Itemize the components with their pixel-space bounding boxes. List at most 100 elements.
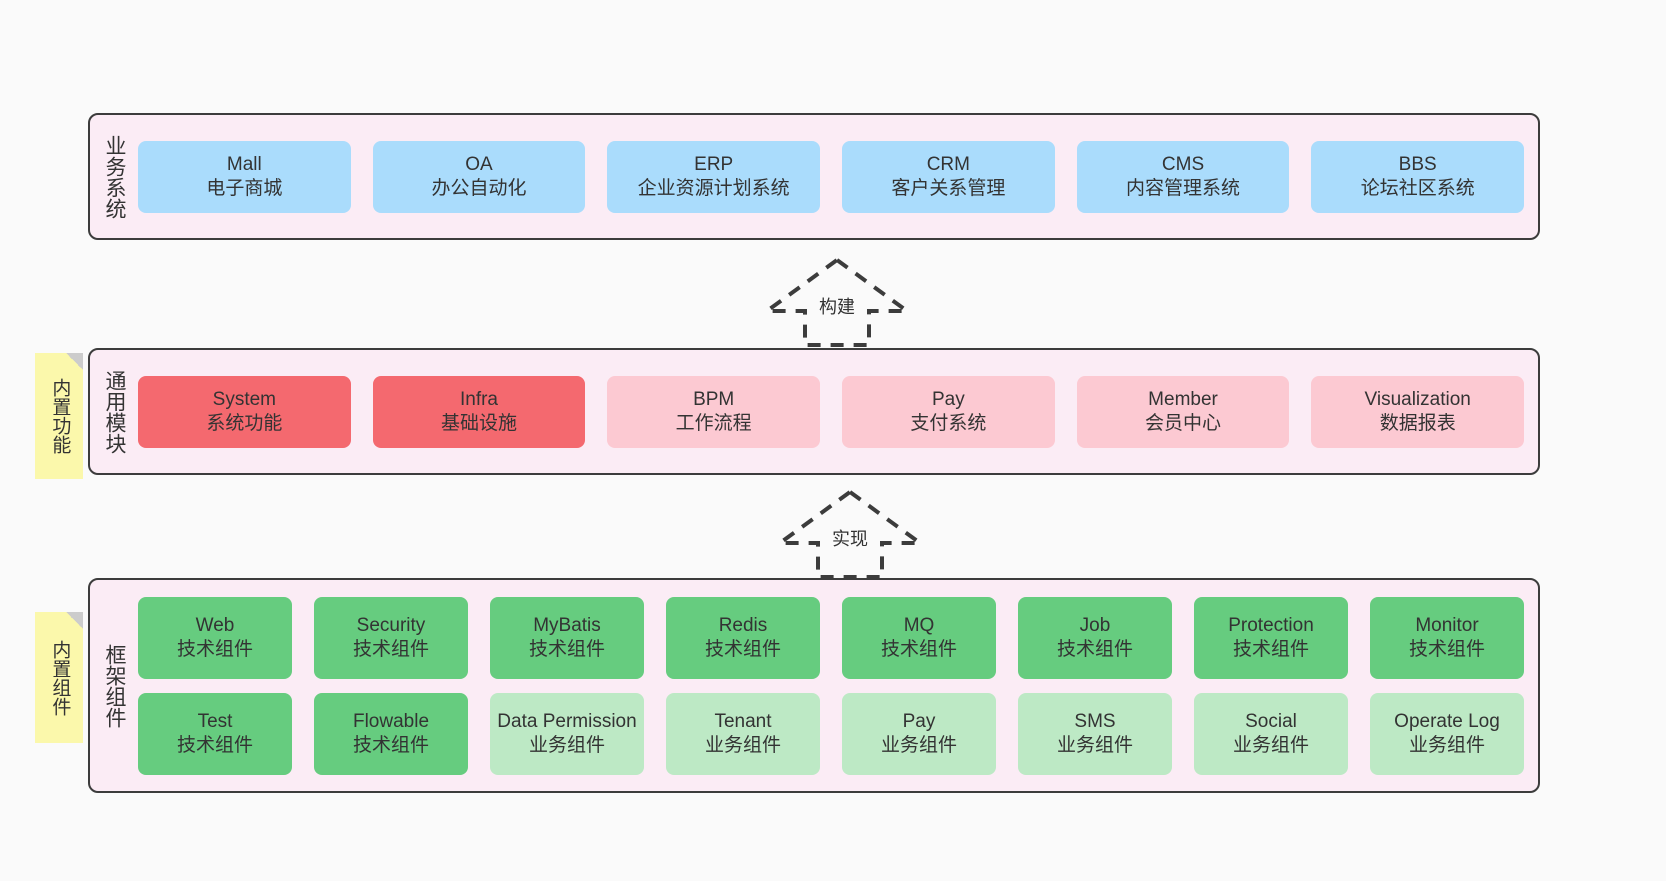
card-subtitle: 技术组件 xyxy=(1232,638,1309,660)
card-subtitle: 业务组件 xyxy=(880,734,957,756)
card-redis[interactable]: Redis 技术组件 xyxy=(666,596,820,679)
card-operate-log[interactable]: Operate Log 业务组件 xyxy=(1370,692,1524,775)
arrow-build: 构建 xyxy=(757,255,917,350)
card-title: Job xyxy=(1079,615,1111,637)
card-title: OA xyxy=(465,154,493,176)
sticky-note-label: 内置功能 xyxy=(49,378,71,454)
card-job[interactable]: Job 技术组件 xyxy=(1018,596,1172,679)
card-bbs[interactable]: BBS 论坛社区系统 xyxy=(1311,140,1525,213)
card-protection[interactable]: Protection 技术组件 xyxy=(1194,596,1348,679)
up-arrow-dashed-icon xyxy=(773,489,927,579)
card-bpm[interactable]: BPM 工作流程 xyxy=(607,375,821,448)
folded-corner-icon xyxy=(66,353,83,370)
card-title: Pay xyxy=(931,389,965,411)
card-subtitle: 工作流程 xyxy=(675,412,752,434)
card-erp[interactable]: ERP 企业资源计划系统 xyxy=(607,140,821,213)
layer-title-framework-components: 框架组件 xyxy=(102,643,126,728)
card-subtitle: 数据报表 xyxy=(1379,412,1456,434)
card-title: Mall xyxy=(226,154,262,176)
card-title: Tenant xyxy=(714,711,772,733)
sticky-note-builtin-components: 内置组件 xyxy=(35,612,83,743)
card-subtitle: 技术组件 xyxy=(1408,638,1485,660)
layer-framework-components: 框架组件 Web 技术组件 Security 技术组件 MyBatis 技术组件… xyxy=(88,578,1540,793)
up-arrow-dashed-icon xyxy=(760,257,914,347)
card-monitor[interactable]: Monitor 技术组件 xyxy=(1370,596,1524,679)
layer-business-systems: 业务系统 Mall 电子商城 OA 办公自动化 ERP 企业资源计划系统 CRM… xyxy=(88,113,1540,240)
card-web[interactable]: Web 技术组件 xyxy=(138,596,292,679)
card-subtitle: 论坛社区系统 xyxy=(1360,177,1475,199)
card-title: Web xyxy=(195,615,235,637)
card-data-permission[interactable]: Data Permission 业务组件 xyxy=(490,692,644,775)
card-subtitle: 业务组件 xyxy=(1408,734,1485,756)
card-mq[interactable]: MQ 技术组件 xyxy=(842,596,996,679)
layer-common-modules: 通用模块 System 系统功能 Infra 基础设施 BPM 工作流程 Pay… xyxy=(88,348,1540,475)
card-tenant[interactable]: Tenant 业务组件 xyxy=(666,692,820,775)
card-cms[interactable]: CMS 内容管理系统 xyxy=(1076,140,1290,213)
card-member[interactable]: Member 会员中心 xyxy=(1076,375,1290,448)
card-subtitle: 业务组件 xyxy=(704,734,781,756)
card-title: BBS xyxy=(1398,154,1437,176)
card-subtitle: 基础设施 xyxy=(441,412,518,434)
card-title: Protection xyxy=(1228,615,1314,637)
card-row: Mall 电子商城 OA 办公自动化 ERP 企业资源计划系统 CRM 客户关系… xyxy=(138,140,1525,213)
card-subtitle: 技术组件 xyxy=(176,638,253,660)
card-subtitle: 技术组件 xyxy=(528,638,605,660)
layer-body-business-systems: Mall 电子商城 OA 办公自动化 ERP 企业资源计划系统 CRM 客户关系… xyxy=(138,115,1538,238)
card-title: Redis xyxy=(718,615,768,637)
card-system[interactable]: System 系统功能 xyxy=(138,375,351,448)
card-crm[interactable]: CRM 客户关系管理 xyxy=(842,140,1055,213)
card-pay-component[interactable]: Pay 业务组件 xyxy=(842,692,996,775)
card-infra[interactable]: Infra 基础设施 xyxy=(372,375,586,448)
card-title: Monitor xyxy=(1415,615,1479,637)
card-title: System xyxy=(212,389,277,411)
card-flowable[interactable]: Flowable 技术组件 xyxy=(314,692,468,775)
card-title: Infra xyxy=(459,389,499,411)
card-subtitle: 业务组件 xyxy=(1056,734,1133,756)
card-title: Security xyxy=(356,615,426,637)
card-title: BPM xyxy=(693,389,735,411)
card-sms[interactable]: SMS 业务组件 xyxy=(1018,692,1172,775)
card-pay[interactable]: Pay 支付系统 xyxy=(842,375,1055,448)
card-test[interactable]: Test 技术组件 xyxy=(138,692,292,775)
card-oa[interactable]: OA 办公自动化 xyxy=(372,140,586,213)
layer-title-business-systems: 业务系统 xyxy=(102,134,126,219)
card-title: Social xyxy=(1245,711,1297,733)
sticky-note-builtin-features: 内置功能 xyxy=(35,353,83,479)
card-subtitle: 内容管理系统 xyxy=(1126,177,1241,199)
card-title: ERP xyxy=(694,154,734,176)
card-subtitle: 业务组件 xyxy=(528,734,605,756)
card-title: SMS xyxy=(1074,711,1116,733)
card-subtitle: 会员中心 xyxy=(1145,412,1222,434)
card-title: Test xyxy=(197,711,233,733)
card-subtitle: 技术组件 xyxy=(352,638,429,660)
card-social[interactable]: Social 业务组件 xyxy=(1194,692,1348,775)
card-row: Web 技术组件 Security 技术组件 MyBatis 技术组件 Redi… xyxy=(138,596,1524,679)
card-title: CRM xyxy=(926,154,970,176)
card-title: Visualization xyxy=(1364,389,1471,411)
card-subtitle: 技术组件 xyxy=(1056,638,1133,660)
card-title: Member xyxy=(1148,389,1218,411)
card-subtitle: 系统功能 xyxy=(206,412,283,434)
card-title: MyBatis xyxy=(533,615,601,637)
sticky-note-label: 内置组件 xyxy=(49,639,71,716)
card-visualization[interactable]: Visualization 数据报表 xyxy=(1311,375,1525,448)
card-mybatis[interactable]: MyBatis 技术组件 xyxy=(490,596,644,679)
card-title: Operate Log xyxy=(1394,711,1500,733)
card-subtitle: 技术组件 xyxy=(352,734,429,756)
card-mall[interactable]: Mall 电子商城 xyxy=(138,140,351,213)
card-title: CMS xyxy=(1161,154,1205,176)
card-subtitle: 办公自动化 xyxy=(431,177,527,199)
card-security[interactable]: Security 技术组件 xyxy=(314,596,468,679)
card-subtitle: 支付系统 xyxy=(910,412,987,434)
layer-body-framework-components: Web 技术组件 Security 技术组件 MyBatis 技术组件 Redi… xyxy=(138,580,1538,791)
arrow-label: 构建 xyxy=(819,297,855,317)
card-title: Data Permission xyxy=(497,711,637,733)
arrow-implement: 实现 xyxy=(770,487,930,582)
card-row: System 系统功能 Infra 基础设施 BPM 工作流程 Pay 支付系统… xyxy=(138,375,1525,448)
card-subtitle: 技术组件 xyxy=(704,638,781,660)
layer-body-common-modules: System 系统功能 Infra 基础设施 BPM 工作流程 Pay 支付系统… xyxy=(138,350,1538,473)
card-subtitle: 客户关系管理 xyxy=(891,177,1006,199)
card-title: MQ xyxy=(903,615,935,637)
folded-corner-icon xyxy=(66,612,83,629)
